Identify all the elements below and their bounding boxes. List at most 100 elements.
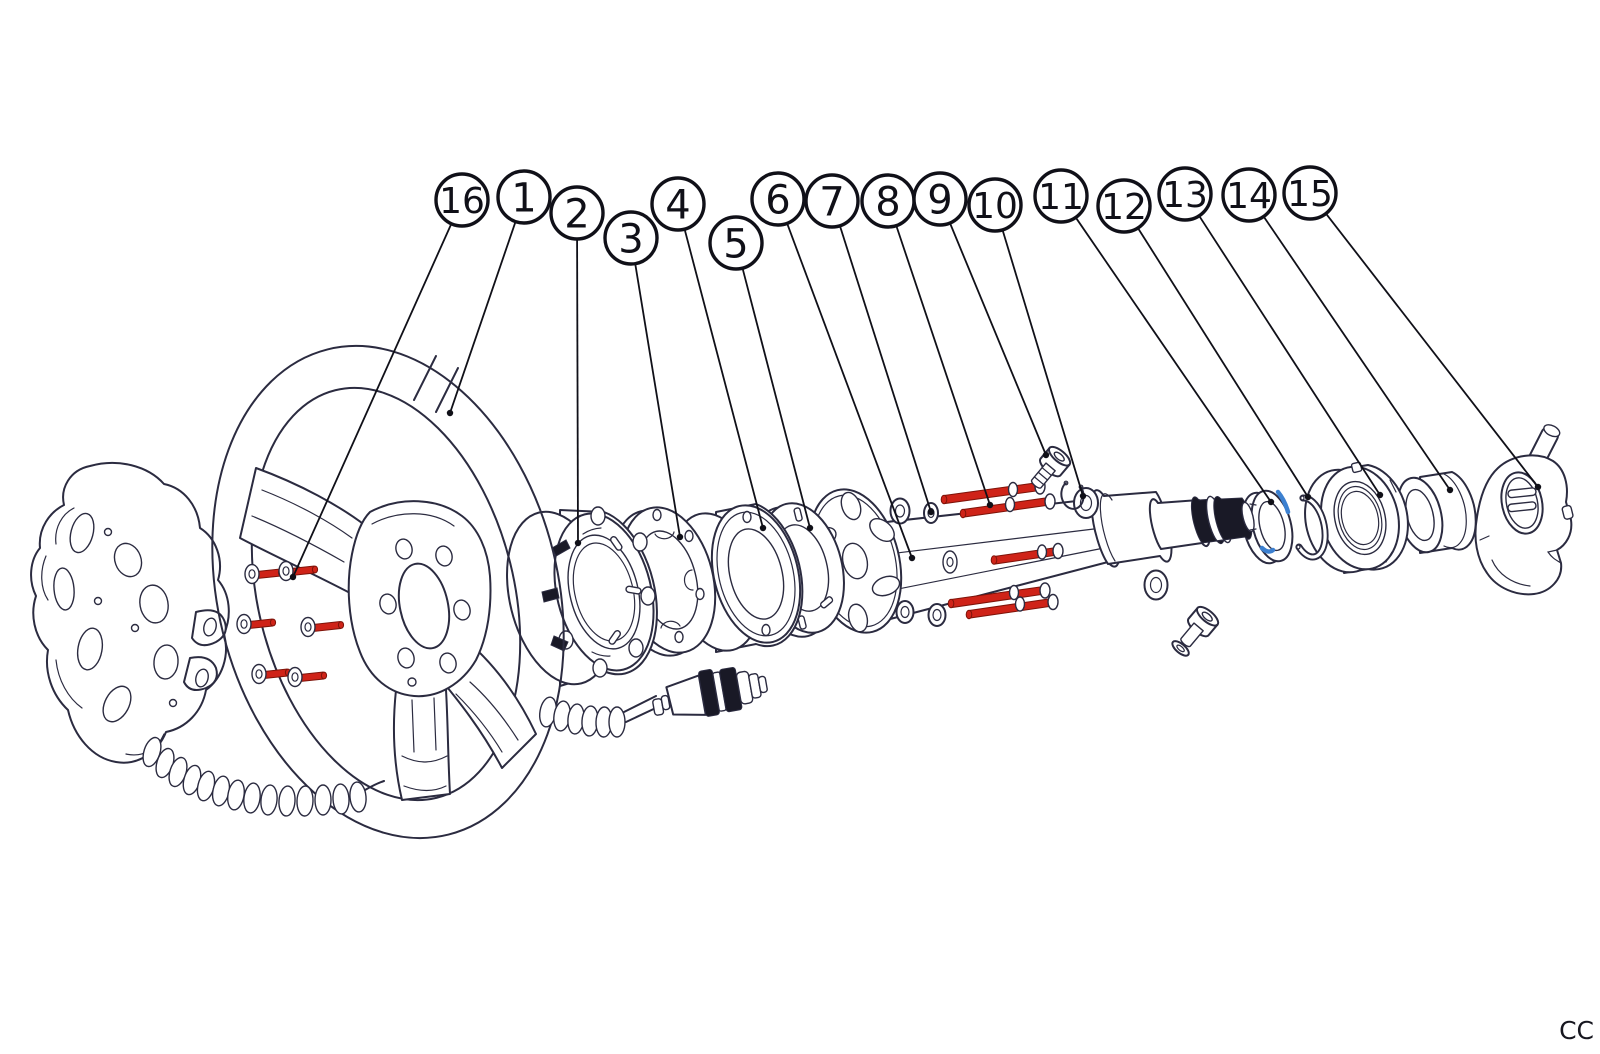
- wheel-screw: [300, 616, 345, 638]
- callout-number-10: 10: [972, 186, 1018, 227]
- callout-number-16: 16: [439, 181, 485, 222]
- bearing-ring-part: [1241, 489, 1294, 565]
- callout-14-spacer-sleeve: 14: [1221, 167, 1454, 494]
- callout-number-2: 2: [564, 191, 589, 237]
- callout-10-washer-retaining-clip: 10: [967, 177, 1087, 500]
- wheel-screws-part: [236, 560, 345, 688]
- leader-line-15: [1325, 212, 1539, 488]
- callout-circle-3: [603, 210, 659, 266]
- leader-dot-9: [1042, 451, 1050, 459]
- leader-line-6: [786, 223, 913, 559]
- spacer-sleeve-part: [1396, 471, 1477, 554]
- callout-circle-2: [549, 185, 605, 241]
- callout-3-spacer-ring-a: 3: [603, 210, 684, 541]
- leader-line-7: [839, 225, 932, 513]
- paddle-plate-part: [30, 461, 230, 764]
- wheel-screw: [244, 563, 285, 585]
- leader-dot-7: [927, 508, 935, 516]
- leader-dot-16: [289, 573, 297, 581]
- leader-line-12: [1137, 227, 1309, 498]
- socket-bolt-lower-part: [1171, 605, 1220, 657]
- leader-dot-14: [1446, 486, 1454, 494]
- callout-circle-15: [1282, 165, 1338, 221]
- steering-wheel-part: [211, 344, 565, 840]
- callout-circle-13: [1157, 166, 1213, 222]
- leader-line-5: [741, 267, 811, 529]
- watermark-text: CC: [1559, 1016, 1594, 1045]
- callout-circle-14: [1221, 167, 1277, 223]
- coiled-cable-left: [142, 736, 385, 817]
- callout-12-snap-ring: 12: [1096, 178, 1312, 501]
- leader-dot-11: [1267, 498, 1275, 506]
- leader-line-8: [895, 225, 991, 506]
- snap-ring-part: [1295, 494, 1329, 561]
- callout-number-1: 1: [511, 175, 536, 221]
- leader-dot-6: [908, 554, 916, 562]
- callout-circle-11: [1033, 168, 1089, 224]
- callout-circle-1: [496, 169, 552, 225]
- leader-line-10: [1001, 229, 1084, 497]
- leader-line-1: [449, 221, 517, 414]
- callout-number-9: 9: [927, 177, 952, 223]
- callout-number-5: 5: [723, 221, 748, 267]
- callout-number-14: 14: [1226, 176, 1272, 217]
- ring-nut-part: [1304, 461, 1409, 574]
- callout-16-wheel-screws: 16: [289, 172, 490, 581]
- callout-number-13: 13: [1162, 175, 1208, 216]
- leader-dot-10: [1079, 492, 1087, 500]
- callout-number-8: 8: [875, 179, 900, 225]
- leader-line-14: [1262, 215, 1451, 491]
- callout-number-6: 6: [765, 177, 790, 223]
- leader-dot-3: [676, 533, 684, 541]
- callout-circle-6: [750, 171, 806, 227]
- callout-number-11: 11: [1038, 177, 1084, 218]
- leader-line-16: [292, 223, 453, 578]
- wheel-screw: [236, 613, 277, 635]
- leader-line-9: [949, 222, 1047, 456]
- callout-11-bearing-ring: 11: [1033, 168, 1275, 506]
- quick-release-housing-part: [1474, 424, 1574, 596]
- wheel-screw: [287, 666, 328, 688]
- leader-dot-1: [446, 409, 454, 417]
- callout-number-7: 7: [819, 179, 844, 225]
- leader-dot-8: [986, 501, 994, 509]
- leader-line-11: [1074, 216, 1272, 503]
- callout-6-steering-shaft: 6: [750, 171, 916, 562]
- leader-dot-2: [574, 539, 582, 547]
- callout-number-15: 15: [1287, 174, 1333, 215]
- callout-15-quick-release-housing: 15: [1282, 165, 1542, 491]
- callout-2-hub-adapter: 2: [549, 185, 605, 547]
- leader-dot-13: [1376, 491, 1384, 499]
- leader-line-13: [1198, 215, 1381, 496]
- connector-plug: [652, 667, 768, 717]
- callout-4-spacer-ring-b: 4: [650, 176, 767, 532]
- callout-circle-5: [708, 215, 764, 271]
- leader-dot-4: [759, 524, 767, 532]
- callout-1-steering-wheel-rim: 1: [446, 169, 552, 417]
- socket-bolt-part: [1030, 445, 1072, 489]
- leader-dot-5: [806, 524, 814, 532]
- callout-circle-7: [804, 173, 860, 229]
- callout-circle-10: [967, 177, 1023, 233]
- callout-circle-12: [1096, 178, 1152, 234]
- wheel-screw: [251, 663, 292, 685]
- callout-13-ring-nut: 13: [1157, 166, 1384, 499]
- leader-line-2: [576, 238, 579, 544]
- callout-8-roll-pins: 8: [860, 173, 994, 509]
- leader-dot-15: [1534, 483, 1542, 491]
- leader-line-3: [634, 263, 681, 538]
- callout-circle-4: [650, 176, 706, 232]
- callout-number-4: 4: [665, 182, 690, 228]
- hub-adapter-part: [506, 506, 658, 687]
- callout-5-spacer-ring-c: 5: [708, 215, 814, 532]
- roll-pins-part: [940, 478, 1059, 620]
- callout-7-washer: 7: [804, 173, 935, 516]
- callout-number-12: 12: [1101, 187, 1147, 228]
- callout-circle-16: [434, 172, 490, 228]
- leader-line-4: [683, 228, 764, 529]
- callout-circle-9: [912, 171, 968, 227]
- callout-number-3: 3: [618, 216, 643, 262]
